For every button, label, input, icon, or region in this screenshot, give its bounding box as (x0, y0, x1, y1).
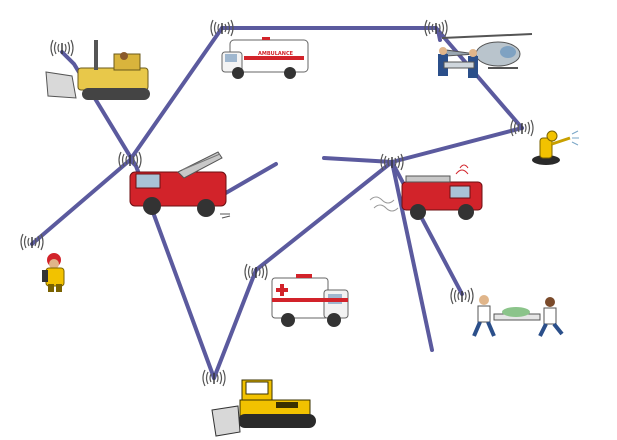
helicopter-icon (438, 33, 533, 78)
link-helicopter-to-firefighter-hose (434, 26, 524, 130)
svg-text:AMBULANCE: AMBULANCE (258, 51, 294, 57)
radio-waves-icon (510, 119, 534, 137)
link-fire-truck-left-to-firefighter-radio (30, 158, 132, 246)
radio-waves-icon (50, 39, 74, 57)
link-stub-helicopter-tail (436, 28, 442, 42)
fire-truck-icon (369, 164, 483, 220)
link-bulldozer-bottom-to-ambulance-middle (212, 268, 258, 380)
ambulance-icon (271, 274, 349, 327)
paramedics-stretcher-icon (472, 295, 564, 337)
link-ambulance-middle-to-fire-truck-right (254, 160, 394, 272)
link-fire-truck-left-to-ambulance-top (128, 26, 224, 162)
link-stub-fire-truck-left-right (222, 162, 278, 196)
bulldozer-icon (45, 40, 150, 100)
fire-truck-icon (129, 151, 231, 219)
radio-waves-icon (424, 19, 448, 37)
firefighter-radio-icon (42, 253, 65, 292)
firefighter-hose-icon (532, 130, 579, 165)
link-fire-truck-right-to-firefighter-hose (390, 126, 524, 164)
link-stub-fire-truck-right-down (390, 160, 434, 352)
bulldozer-icon (211, 379, 316, 437)
radio-waves-icon (210, 19, 234, 37)
ambulance-icon: AMBULANCE (221, 37, 309, 79)
